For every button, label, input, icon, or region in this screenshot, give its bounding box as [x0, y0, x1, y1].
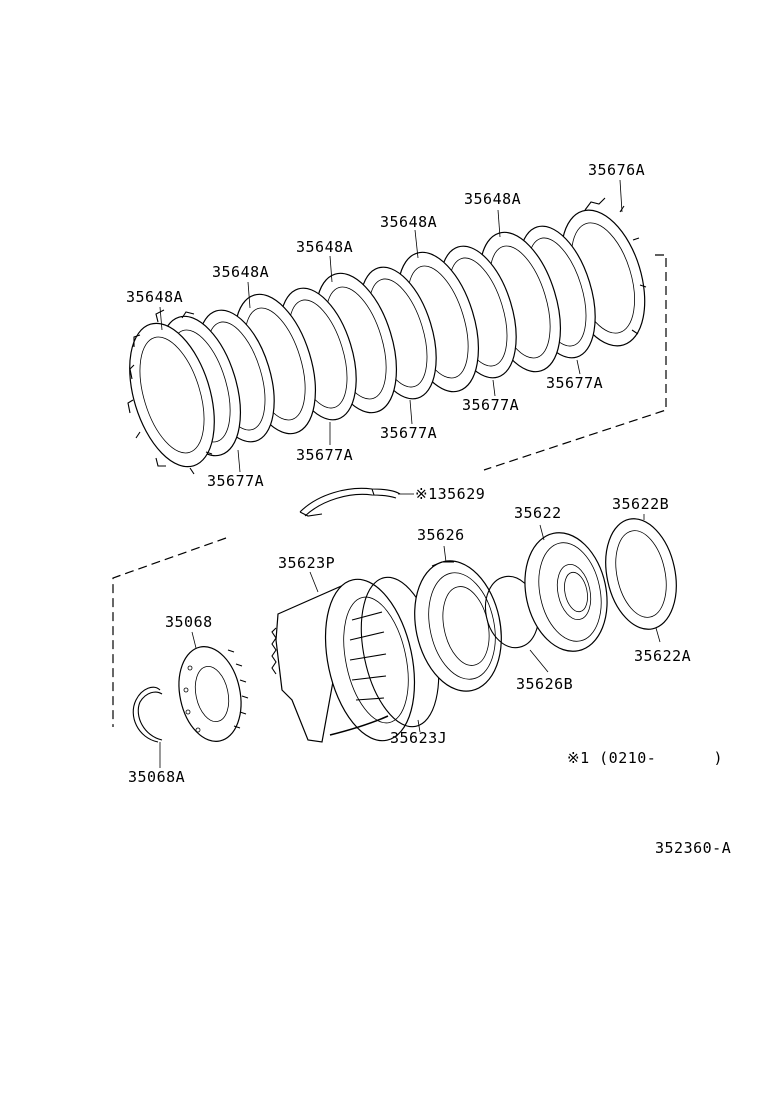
label-35622B: 35622B: [612, 495, 669, 513]
group-boundary-lower: [112, 537, 227, 727]
label-35648A: 35648A: [126, 288, 183, 306]
part-labels: 35676A 35648A 35648A 35648A 35648A 35648…: [126, 161, 731, 857]
snap-ring-35068A: [132, 686, 163, 768]
label-35626B: 35626B: [516, 675, 573, 693]
label-35677A: 35677A: [207, 472, 264, 490]
label-35623P: 35623P: [278, 554, 335, 572]
bearing-35068: [178, 631, 249, 742]
leaders-clutch: [159, 179, 623, 473]
cover-35622: [524, 524, 608, 652]
label-35626: 35626: [417, 526, 465, 544]
label-35677A: 35677A: [546, 374, 603, 392]
piston-35626: [414, 545, 502, 692]
label-35622: 35622: [514, 504, 562, 522]
label-35629: ※135629: [415, 485, 485, 503]
label-35677A: 35677A: [462, 396, 519, 414]
label-35648A: 35648A: [296, 238, 353, 256]
clutch-pack: [127, 179, 667, 475]
clutch-drum-35623P: [271, 571, 416, 743]
label-35677A: 35677A: [380, 424, 437, 442]
label-35622A: 35622A: [634, 647, 691, 665]
label-35648A: 35648A: [212, 263, 269, 281]
label-35677A: 35677A: [296, 446, 353, 464]
label-35068A: 35068A: [128, 768, 185, 786]
production-date-note: ※1 (0210- ): [567, 749, 723, 767]
label-35068: 35068: [165, 613, 213, 631]
label-35648A: 35648A: [464, 190, 521, 208]
label-35648A: 35648A: [380, 213, 437, 231]
drawing-number: 352360-A: [655, 839, 731, 857]
snap-ring-35629: [299, 487, 414, 517]
disc-stack: [127, 225, 596, 475]
label-35676A: 35676A: [588, 161, 645, 179]
label-35623J: 35623J: [390, 729, 447, 747]
group-boundary-upper: [483, 254, 667, 471]
washer-35622A: [605, 514, 677, 643]
